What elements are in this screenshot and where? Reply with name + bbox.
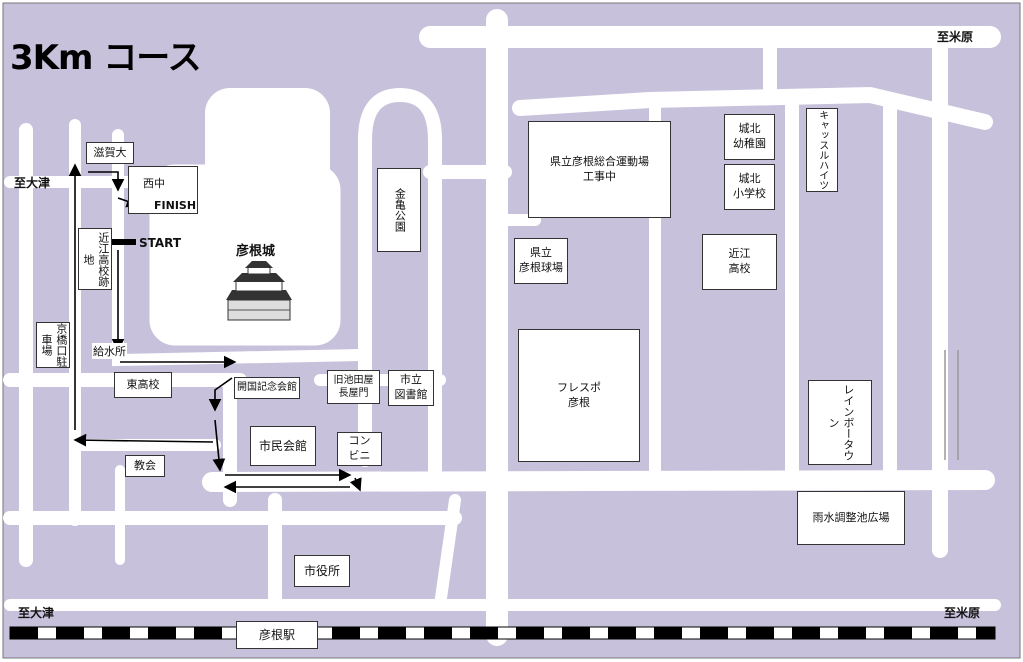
city-library-label: 市立 図書館 [388,370,434,406]
to-otsu-left-label: 至大津 [14,176,51,190]
castle-heights-label: キャッスルハイツ [806,108,838,192]
castle-grounds-north [205,88,330,308]
hikone-station-label: 彦根駅 [236,621,318,649]
nishinaka-text: 西中 [143,177,165,190]
omi-highschool-label: 近江 高校 [702,234,777,290]
finish-label: FINISH [154,199,197,212]
to-maibara-top-label: 至米原 [937,30,974,44]
course-title: 3Km コース [10,38,202,78]
kaikoku-memorial-label: 開国記念会館 [234,377,300,399]
start-marker [110,239,136,245]
hikone-castle-label: 彦根城 [236,244,276,259]
castle-icon [226,261,292,321]
rainbow-town-label: レインボータウン [808,380,872,465]
shiga-university-label: 滋賀大 [86,142,134,164]
nishinaka-label: 西中 [128,166,198,214]
omi-highschool-site-label: 近江高校跡地 [78,228,112,290]
water-station-label: 給水所 [92,343,127,359]
prefectural-stadium-label: 県立彦根総合運動場 工事中 [528,121,671,218]
kyobashiguchi-parking-label: 京橋口駐車場 [36,322,70,368]
jouhoku-elementary-label: 城北 小学校 [724,164,775,210]
to-maibara-bottom-label: 至米原 [944,606,981,620]
fresupo-hikone-label: フレスポ 彦根 [518,329,640,462]
convenience-store-label: コン ビニ [337,432,382,466]
start-label: START [139,236,182,250]
church-label: 教会 [125,455,165,477]
jouhoku-kindergarten-label: 城北 幼稚園 [724,114,775,160]
to-otsu-bottom-label: 至大津 [18,606,55,620]
rainwater-pond-plaza-label: 雨水調整池広場 [797,491,905,545]
ikeda-nagayamon-label: 旧池田屋 長屋門 [327,370,380,404]
hikone-ballpark-label: 県立 彦根球場 [514,238,568,284]
course-route [68,163,362,494]
city-hall-label: 市役所 [294,555,350,587]
kinki-park-label: 金亀公園 [377,168,421,252]
civic-hall-label: 市民会館 [250,426,316,466]
higashi-highschool-label: 東高校 [114,372,172,398]
